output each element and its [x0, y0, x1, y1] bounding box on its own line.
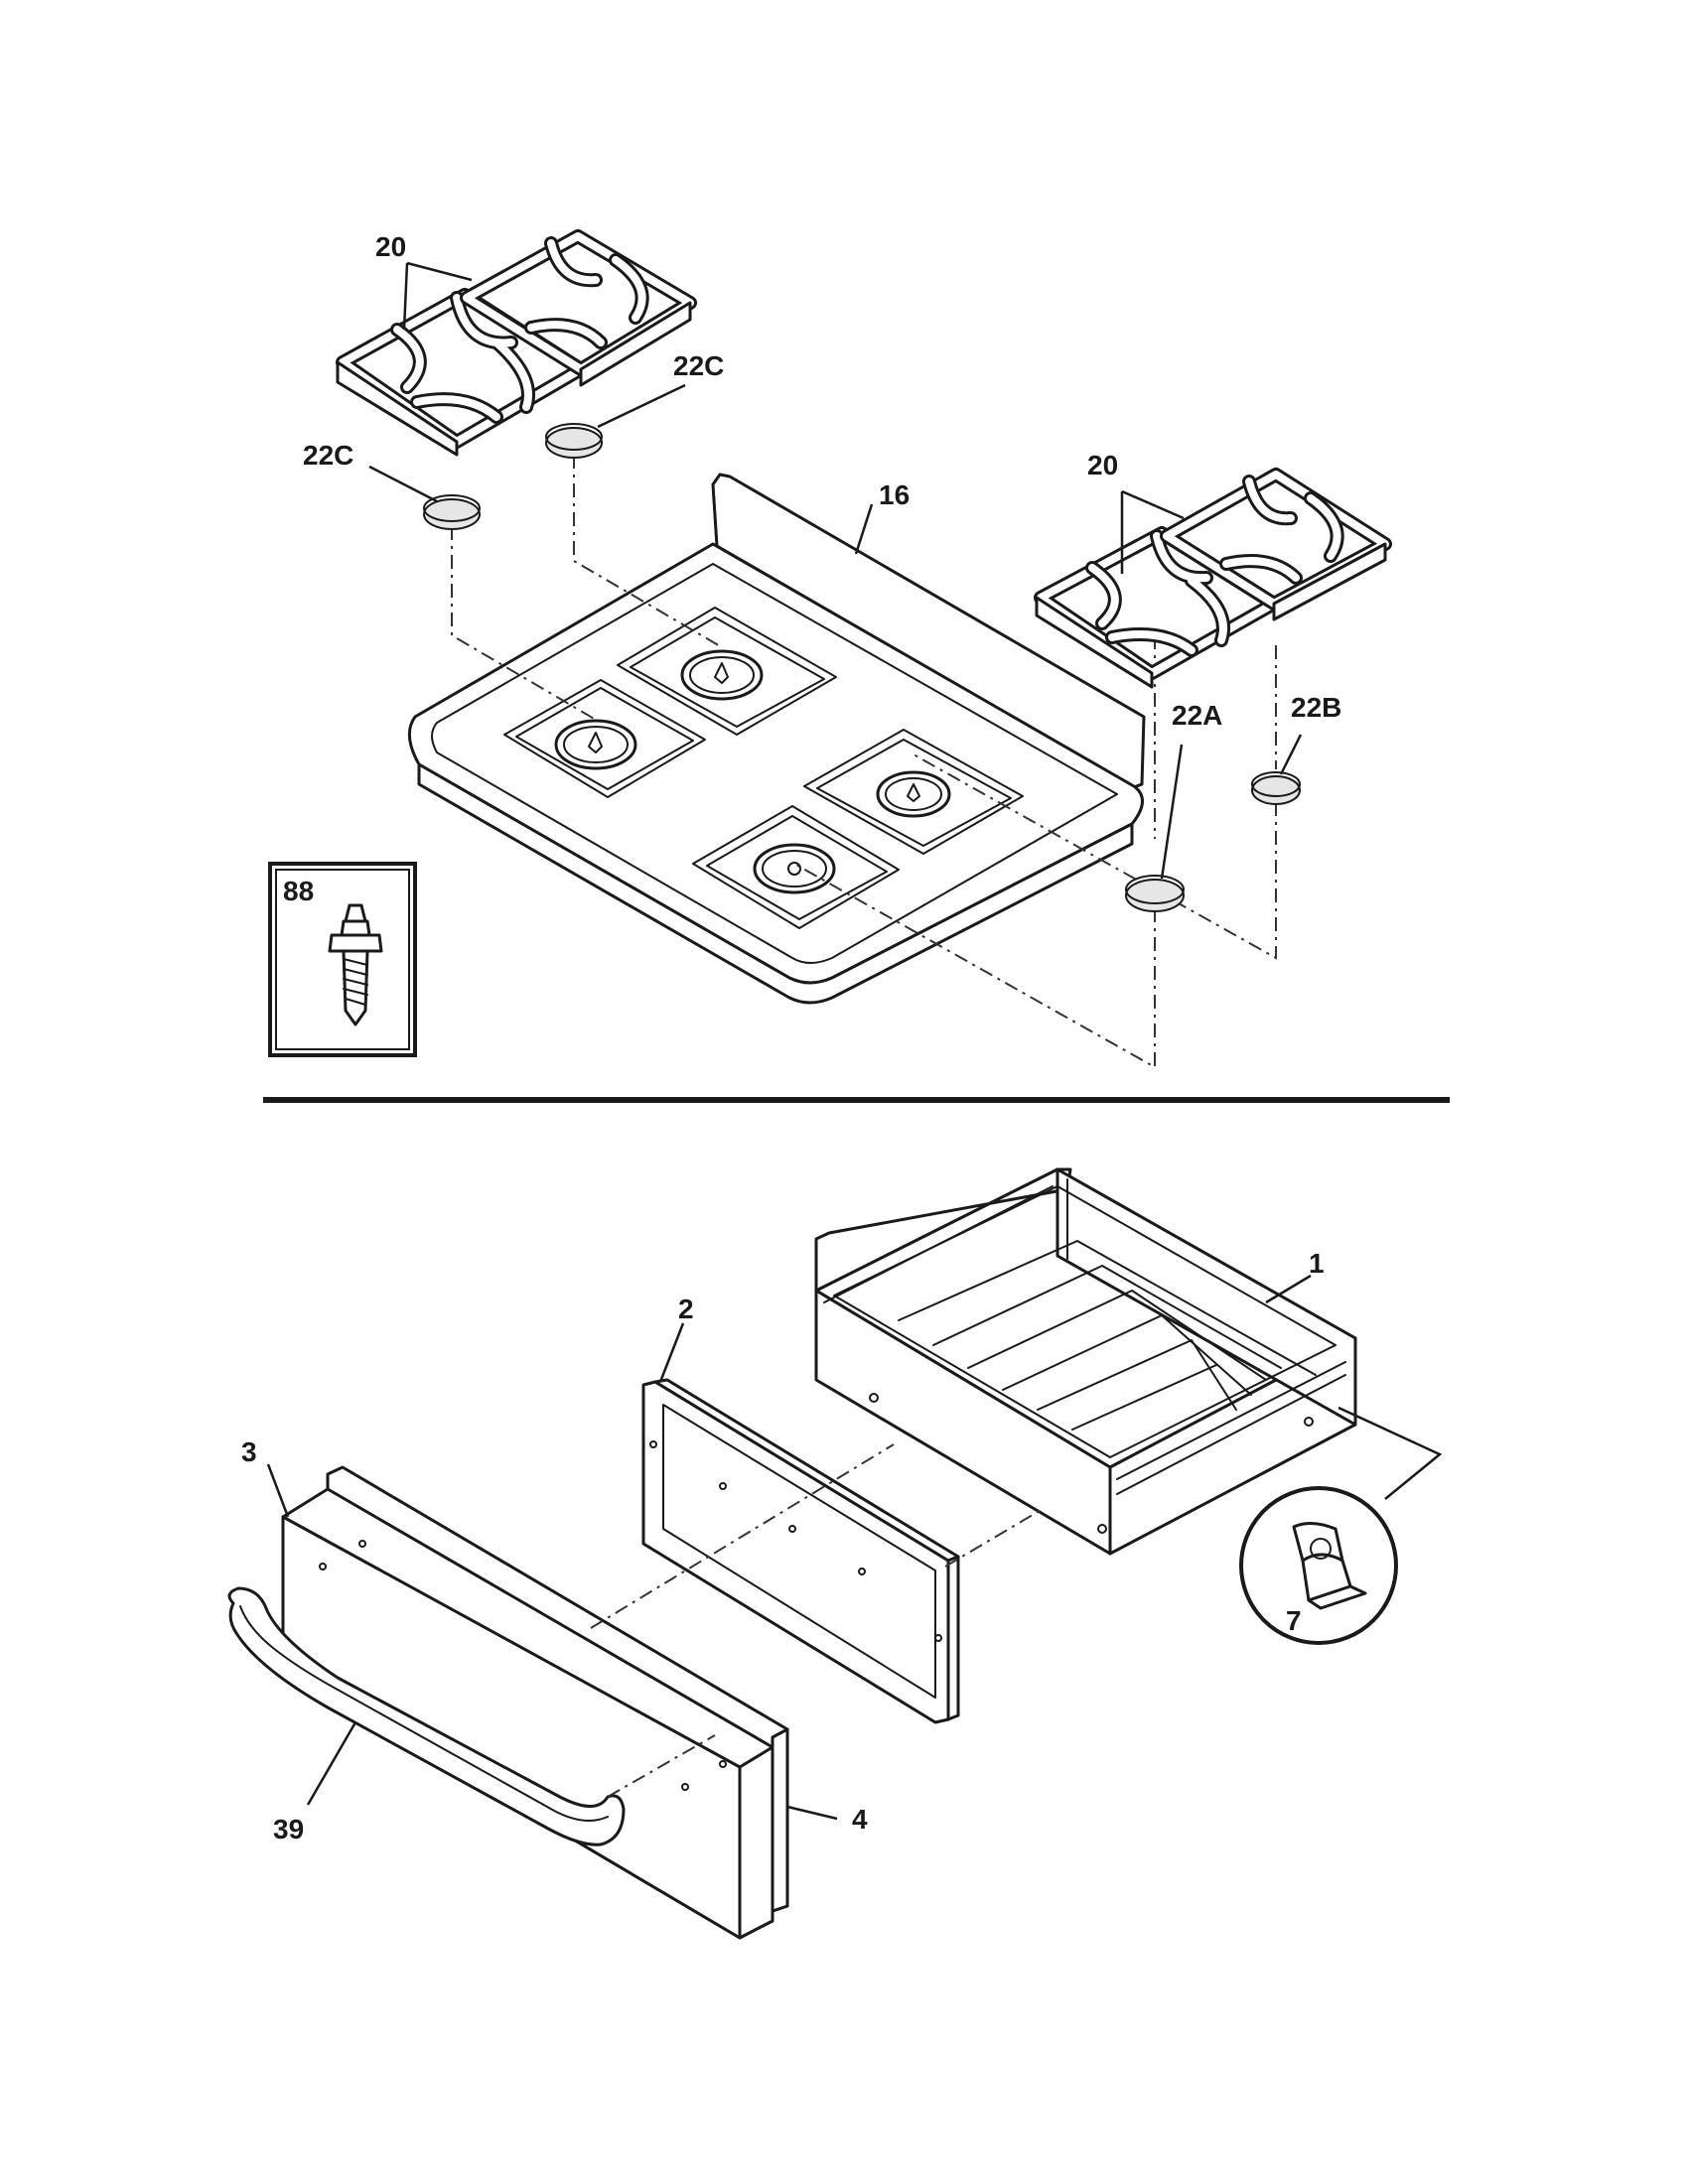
callout-88: 88 — [283, 876, 314, 906]
clip-detail-circle — [1239, 1486, 1398, 1645]
cooktop-main-top — [407, 473, 1146, 1005]
leader-lines-top — [368, 261, 1303, 880]
burner-grate-right-right — [1160, 468, 1392, 621]
burner-grate-right-pair — [1034, 468, 1392, 689]
screw-icon — [328, 903, 383, 1026]
drawer-frame — [641, 1378, 960, 1724]
callout-7: 7 — [1286, 1605, 1302, 1636]
drawer-handle — [227, 1586, 626, 1846]
callout-39: 39 — [273, 1814, 304, 1844]
burner-cap-22a — [1125, 875, 1185, 912]
burner-grate-upper-right — [460, 229, 697, 387]
drawer-outer-panel — [281, 1487, 774, 1940]
callout-22b: 22B — [1291, 692, 1341, 723]
callout-1: 1 — [1309, 1248, 1325, 1279]
alignment-lines-bottom — [590, 1443, 1044, 1798]
drawer-body — [814, 1167, 1357, 1556]
callout-2: 2 — [678, 1294, 694, 1324]
burner-cap-22c-right — [545, 423, 603, 459]
callout-22c-right: 22C — [673, 350, 724, 381]
callout-20-upper: 20 — [375, 231, 406, 262]
callout-labels: 20 22C 22C 16 20 22A 22B 88 1 2 3 4 39 7 — [241, 231, 1341, 1844]
clip-icon — [1292, 1522, 1367, 1610]
callout-22a: 22A — [1172, 700, 1222, 731]
callout-20-right: 20 — [1087, 450, 1118, 480]
burner-grate-upper-pair — [336, 229, 697, 457]
callout-3: 3 — [241, 1436, 257, 1467]
callout-16: 16 — [879, 479, 910, 510]
leader-lines-bottom — [266, 1274, 1443, 1821]
burner-cap-22b — [1251, 771, 1301, 805]
callout-22c-left: 22C — [303, 440, 353, 471]
callout-4: 4 — [852, 1804, 868, 1835]
burner-cap-22c-left — [423, 494, 481, 530]
screw-detail-box — [268, 862, 417, 1057]
